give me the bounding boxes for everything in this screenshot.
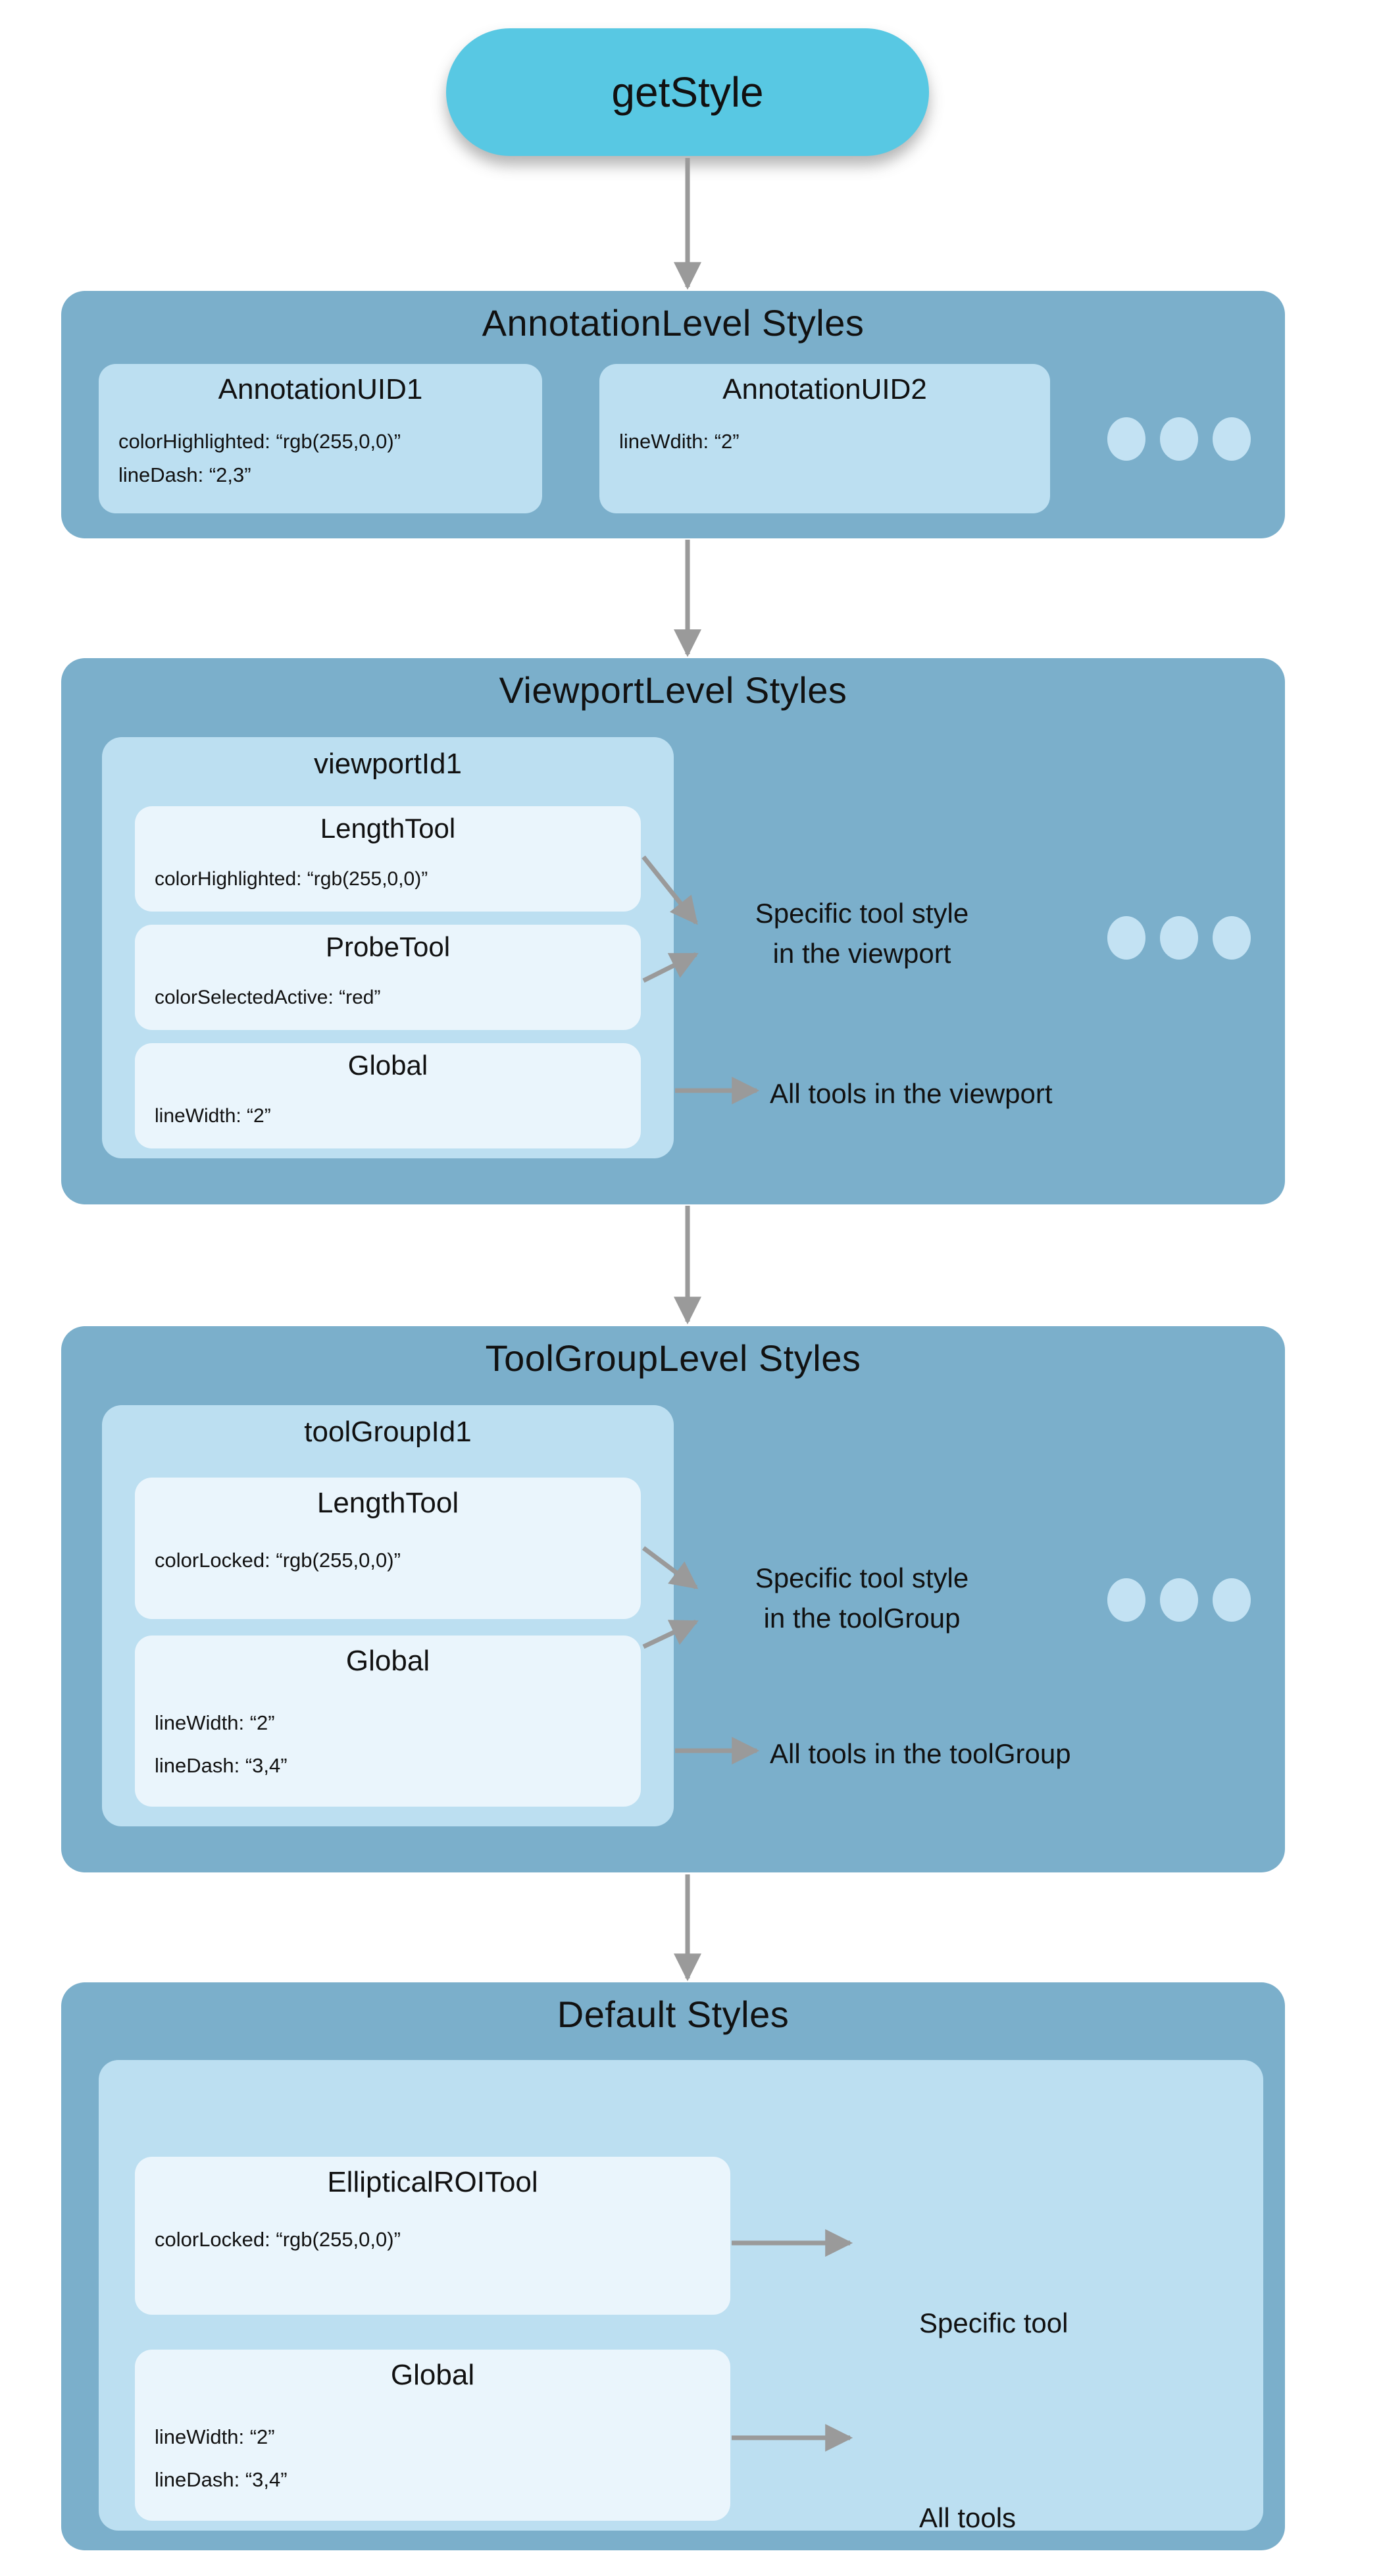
default-ellipticalroitool-props: colorLocked: “rgb(255,0,0)” — [135, 2223, 730, 2256]
viewport-level-box: ViewportLevel Styles viewportId1 LengthT… — [61, 658, 1285, 1204]
style-prop: colorSelectedActive: “red” — [155, 987, 381, 1008]
ellipsis-dot — [1107, 417, 1145, 461]
viewport-probetool-card: ProbeTool colorSelectedActive: “red” — [135, 925, 641, 1030]
default-all-tools-label: All tools — [919, 2502, 1017, 2533]
style-prop: colorLocked: “rgb(255,0,0)” — [155, 2228, 401, 2251]
toolgroup-specific-tool-label: Specific tool style in the toolGroup — [711, 1558, 1013, 1639]
ellipsis-dot — [1213, 417, 1251, 461]
label-line: in the viewport — [772, 937, 951, 969]
style-prop: lineDash: “3,4” — [155, 2468, 288, 2492]
ellipsis-dot — [1213, 916, 1251, 960]
style-prop: lineDash: “2,3” — [118, 463, 251, 487]
viewport-id1-container: viewportId1 LengthTool colorHighlighted:… — [102, 737, 674, 1158]
default-styles-container: EllipticalROITool colorLocked: “rgb(255,… — [99, 2060, 1263, 2533]
viewport-global-title: Global — [347, 1050, 428, 1081]
ellipsis-dot — [1160, 916, 1198, 960]
getstyle-entry-node: getStyle — [446, 28, 929, 156]
default-global-props: lineWidth: “2” lineDash: “3,4” — [135, 2415, 730, 2501]
style-prop: colorHighlighted: “rgb(255,0,0)” — [155, 868, 428, 890]
toolgroup-global-card: Global lineWidth: “2” lineDash: “3,4” — [135, 1636, 641, 1807]
default-specific-tool-label: Specific tool — [919, 2307, 1069, 2338]
style-prop: colorHighlighted: “rgb(255,0,0)” — [118, 430, 401, 453]
toolgroup-all-tools-label: All tools in the toolGroup — [770, 1738, 1071, 1769]
viewport-probetool-props: colorSelectedActive: “red” — [135, 981, 641, 1014]
viewport-all-tools-label: All tools in the viewport — [770, 1078, 1053, 1109]
viewport-lengthtool-title: LengthTool — [320, 813, 456, 844]
annotation-uid2-props: lineWdith: “2” — [599, 425, 1050, 458]
viewport-global-props: lineWidth: “2” — [135, 1100, 641, 1133]
ellipsis-dot — [1160, 417, 1198, 461]
style-prop: colorLocked: “rgb(255,0,0)” — [155, 1549, 401, 1572]
style-prop: lineWdith: “2” — [619, 430, 740, 453]
default-global-title: Global — [390, 2359, 475, 2391]
style-prop: lineWidth: “2” — [155, 2425, 275, 2448]
viewport-lengthtool-card: LengthTool colorHighlighted: “rgb(255,0,… — [135, 806, 641, 912]
viewport-id1-label: viewportId1 — [313, 748, 462, 780]
default-global-card: Global lineWidth: “2” lineDash: “3,4” — [135, 2350, 730, 2521]
viewport-level-title: ViewportLevel Styles — [499, 669, 847, 711]
style-prop: lineDash: “3,4” — [155, 1754, 288, 1778]
annotation-level-title: AnnotationLevel Styles — [482, 302, 865, 344]
toolgroup-lengthtool-card: LengthTool colorLocked: “rgb(255,0,0)” — [135, 1478, 641, 1619]
ellipsis-dot — [1160, 1578, 1198, 1622]
toolgroup-lengthtool-title: LengthTool — [316, 1487, 459, 1519]
default-ellipticalroitool-card: EllipticalROITool colorLocked: “rgb(255,… — [135, 2157, 730, 2315]
annotation-level-box: AnnotationLevel Styles AnnotationUID1 co… — [61, 291, 1285, 538]
viewport-specific-tool-label: Specific tool style in the viewport — [711, 894, 1013, 974]
more-annotations-ellipsis-icon — [1107, 417, 1251, 461]
label-line: Specific tool style — [755, 1562, 969, 1593]
ellipsis-dot — [1107, 1578, 1145, 1622]
toolgroup-lengthtool-props: colorLocked: “rgb(255,0,0)” — [135, 1543, 641, 1577]
toolgroup-level-box: ToolGroupLevel Styles toolGroupId1 Lengt… — [61, 1326, 1285, 1872]
default-level-title: Default Styles — [557, 1994, 790, 2035]
more-viewports-ellipsis-icon — [1107, 916, 1251, 960]
annotation-uid1-props: colorHighlighted: “rgb(255,0,0)” lineDas… — [99, 425, 542, 492]
annotation-uid2-title: AnnotationUID2 — [722, 373, 927, 405]
toolgroup-id1-container: toolGroupId1 LengthTool colorLocked: “rg… — [102, 1405, 674, 1826]
getstyle-label: getStyle — [611, 68, 764, 116]
annotation-uid1-title: AnnotationUID1 — [218, 373, 423, 405]
toolgroup-global-title: Global — [345, 1645, 430, 1677]
ellipsis-dot — [1213, 1578, 1251, 1622]
toolgroup-level-title: ToolGroupLevel Styles — [485, 1337, 861, 1379]
annotation-uid2-card: AnnotationUID2 lineWdith: “2” — [599, 364, 1050, 513]
ellipsis-dot — [1107, 916, 1145, 960]
label-line: in the toolGroup — [763, 1602, 961, 1634]
annotation-uid1-card: AnnotationUID1 colorHighlighted: “rgb(25… — [99, 364, 542, 513]
default-level-box: Default Styles EllipticalROITool colorLo… — [61, 1982, 1285, 2550]
label-line: Specific tool style — [755, 898, 969, 929]
style-prop: lineWidth: “2” — [155, 1711, 275, 1734]
toolgroup-global-props: lineWidth: “2” lineDash: “3,4” — [135, 1701, 641, 1787]
more-toolgroups-ellipsis-icon — [1107, 1578, 1251, 1622]
style-prop: lineWidth: “2” — [155, 1105, 271, 1127]
viewport-global-card: Global lineWidth: “2” — [135, 1043, 641, 1148]
viewport-lengthtool-props: colorHighlighted: “rgb(255,0,0)” — [135, 863, 641, 896]
toolgroup-id1-label: toolGroupId1 — [304, 1416, 472, 1448]
viewport-probetool-title: ProbeTool — [325, 931, 451, 962]
default-ellipticalroitool-title: EllipticalROITool — [327, 2166, 538, 2198]
